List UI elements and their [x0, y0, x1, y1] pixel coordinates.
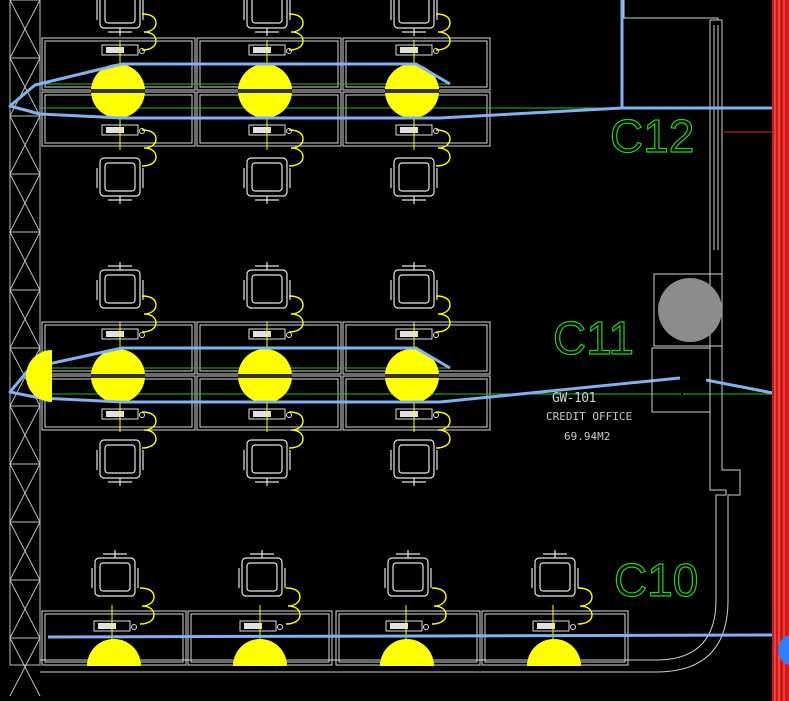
circuit-label-c10: C10 — [614, 554, 698, 606]
wiring-runs — [8, 0, 779, 639]
cable-squiggle — [141, 129, 157, 167]
wire-circuit-c11-tail — [705, 378, 779, 396]
chair-icon — [96, 157, 144, 204]
wire-circuit-c10 — [47, 633, 779, 639]
cable-squiggle — [288, 13, 304, 51]
ceiling-sensor — [26, 273, 723, 413]
chair-icon — [243, 0, 291, 36]
chair-icon — [238, 550, 286, 597]
cable-squiggle — [141, 13, 157, 51]
electrical-panel-strip — [724, 0, 789, 701]
yellow-lamp-icon — [238, 349, 292, 403]
chair-icon — [91, 550, 139, 597]
yellow-lamp-icon — [527, 639, 581, 666]
yellow-lamp-icon — [91, 349, 145, 403]
cable-squiggle — [285, 587, 301, 625]
chair-icon — [390, 262, 438, 309]
cable-squiggle — [577, 587, 593, 625]
cable-squiggle — [435, 13, 451, 51]
desk-phone-icon — [239, 620, 283, 632]
circuit-label-c11: C11 — [553, 312, 634, 364]
chair-icon — [390, 157, 438, 204]
cable-squiggle — [288, 129, 304, 167]
sensor-icon — [658, 278, 722, 342]
yellow-lamp-icon — [233, 639, 287, 666]
cable-squiggle — [435, 295, 451, 333]
chair-icon — [384, 550, 432, 597]
cable-squiggles — [139, 13, 593, 625]
room-code: GW-101 — [552, 391, 596, 406]
desk-phone-icon — [532, 620, 576, 632]
yellow-lamp-icon — [238, 64, 292, 118]
cable-squiggle — [435, 129, 451, 167]
exterior-wall — [40, 0, 741, 673]
yellow-lamp-icon — [380, 639, 434, 666]
wall-lamp-icon — [26, 350, 52, 402]
chair-icon — [96, 439, 144, 486]
chair-icon — [531, 550, 579, 597]
chair-icon — [96, 262, 144, 309]
chair-icon — [390, 439, 438, 486]
room-name: CREDIT OFFICE — [546, 410, 632, 423]
wire-circuit-c11-loop — [8, 346, 681, 404]
cable-squiggle — [435, 411, 451, 449]
cable-squiggle — [139, 587, 155, 625]
room-area: 69.94M2 — [564, 430, 610, 443]
circuit-label-c12: C12 — [610, 110, 694, 162]
yellow-lamp-icon — [91, 64, 145, 118]
cable-squiggle — [141, 411, 157, 449]
cable-squiggle — [431, 587, 447, 625]
cable-squiggle — [288, 295, 304, 333]
cable-squiggle — [141, 295, 157, 333]
chair-icon — [96, 0, 144, 36]
chair-icon — [390, 0, 438, 36]
yellow-lamp-icon — [87, 639, 141, 666]
chair-icon — [243, 157, 291, 204]
desk-phone-icon — [385, 620, 429, 632]
cable-squiggle — [288, 411, 304, 449]
chairs-layer — [91, 0, 579, 597]
chair-icon — [243, 439, 291, 486]
wire-circuit-c12-loop — [8, 62, 623, 120]
yellow-lamp-icon — [385, 349, 439, 403]
yellow-lamp-icon — [385, 64, 439, 118]
panel-marker-icon — [778, 634, 789, 666]
light-fixtures — [87, 64, 581, 666]
